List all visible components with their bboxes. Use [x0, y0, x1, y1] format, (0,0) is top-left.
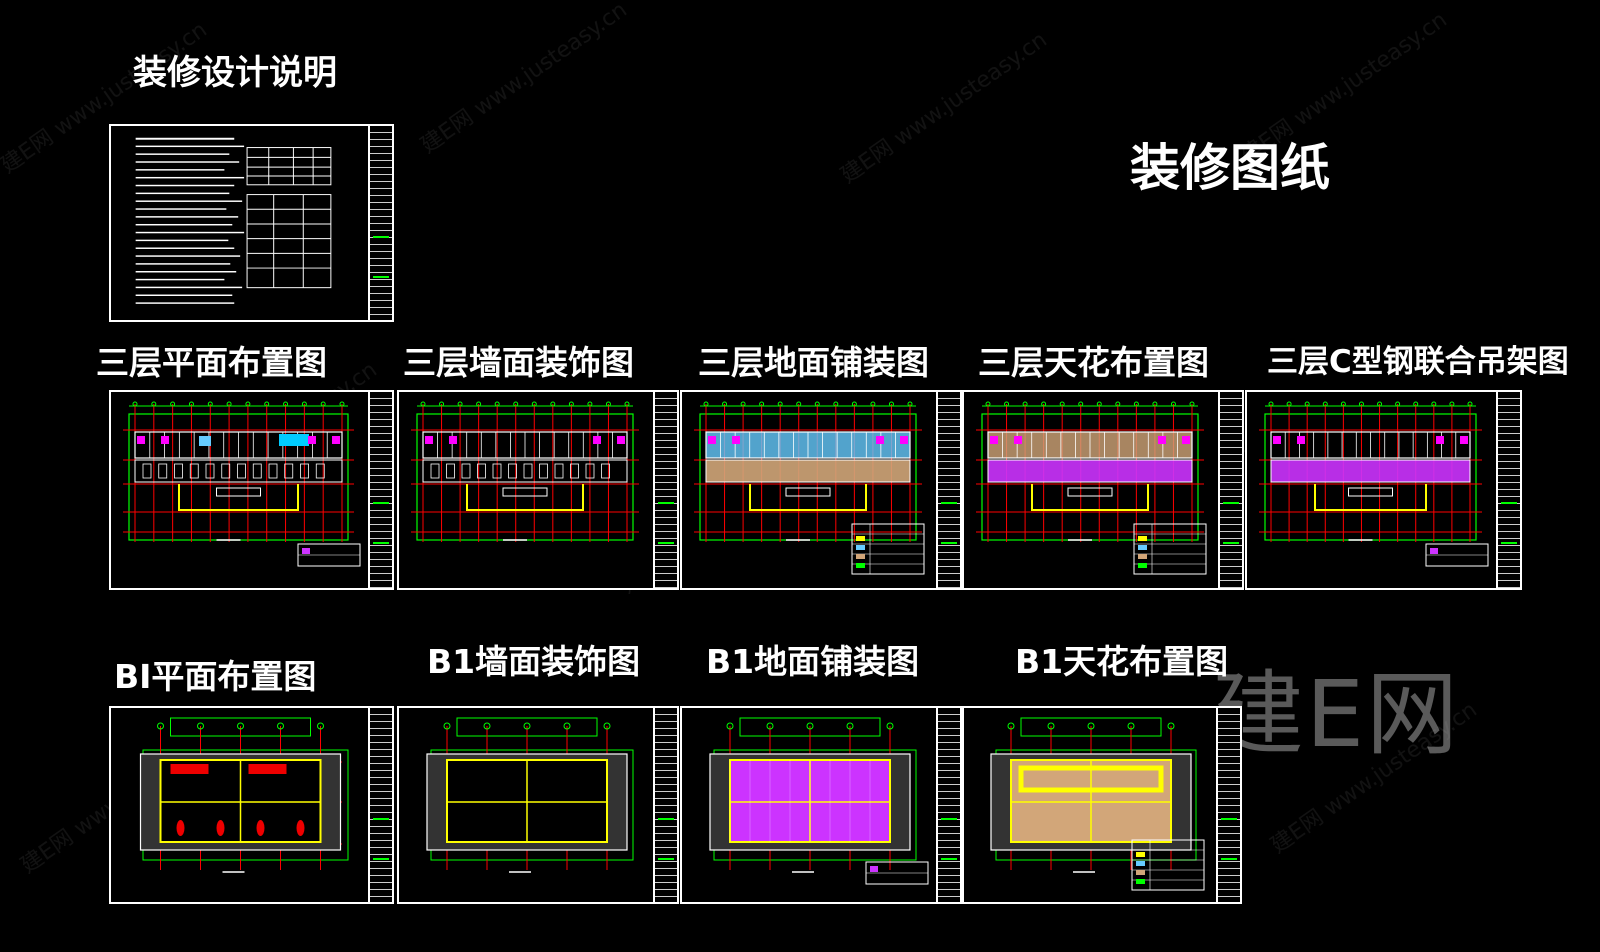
- b1-wall-sheet[interactable]: [397, 706, 679, 904]
- label-f3-ceiling: 三层天花布置图: [978, 343, 1209, 382]
- title-block: [368, 126, 392, 320]
- notes-drawing: [135, 137, 332, 304]
- basement-plan-drawing: [709, 717, 929, 885]
- title-block: [653, 392, 677, 588]
- legend-table: [851, 523, 925, 575]
- label-f3-steel: 三层C型钢联合吊架图: [1267, 344, 1569, 380]
- basement-plan-drawing: [426, 717, 634, 873]
- title-block: [936, 392, 960, 588]
- title-block: [368, 708, 392, 902]
- floor-plan-drawing: [976, 401, 1207, 575]
- label-f3-plan: 三层平面布置图: [96, 343, 327, 382]
- main-title: 装修图纸: [1130, 139, 1330, 197]
- f3-steel-sheet[interactable]: [1245, 390, 1522, 590]
- f3-plan-sheet[interactable]: [109, 390, 394, 590]
- b1-plan-sheet[interactable]: [109, 706, 394, 904]
- floor-plan-drawing: [411, 401, 639, 542]
- label-b1-plan: BI平面布置图: [114, 657, 317, 696]
- watermark-text: 建E网 www.justeasy.cn: [836, 27, 1052, 189]
- legend-table: [865, 861, 929, 885]
- floor-plan-drawing: [1259, 401, 1489, 567]
- floor-plan-drawing: [694, 401, 925, 575]
- f3-floor-sheet[interactable]: [680, 390, 962, 590]
- legend-table: [1133, 523, 1207, 575]
- b1-floor-sheet[interactable]: [680, 706, 962, 904]
- label-f3-wall: 三层墙面装饰图: [403, 343, 634, 382]
- title-block: [936, 708, 960, 902]
- watermark-logo: 建E网: [1211, 661, 1460, 768]
- title-block: [653, 708, 677, 902]
- floor-plan-drawing: [123, 401, 361, 567]
- label-f3-floor: 三层地面铺装图: [698, 343, 929, 382]
- f3-wall-sheet[interactable]: [397, 390, 679, 590]
- label-b1-wall: B1墙面装饰图: [427, 642, 641, 681]
- legend-table: [1425, 543, 1489, 567]
- basement-plan-drawing: [990, 717, 1205, 891]
- b1-ceiling-sheet[interactable]: [962, 706, 1242, 904]
- label-b1-ceiling: B1天花布置图: [1015, 642, 1229, 681]
- watermark-text: 建E网 www.justeasy.cn: [416, 0, 632, 159]
- label-b1-floor: B1地面铺装图: [706, 642, 920, 681]
- design-notes-sheet[interactable]: [109, 124, 394, 322]
- f3-ceiling-sheet[interactable]: [962, 390, 1244, 590]
- basement-plan-drawing: [139, 717, 349, 873]
- legend-table: [1131, 839, 1205, 891]
- title-block: [1216, 708, 1240, 902]
- notes-title: 装修设计说明: [133, 53, 337, 93]
- title-block: [1496, 392, 1520, 588]
- title-block: [368, 392, 392, 588]
- legend-table: [297, 543, 361, 567]
- title-block: [1218, 392, 1242, 588]
